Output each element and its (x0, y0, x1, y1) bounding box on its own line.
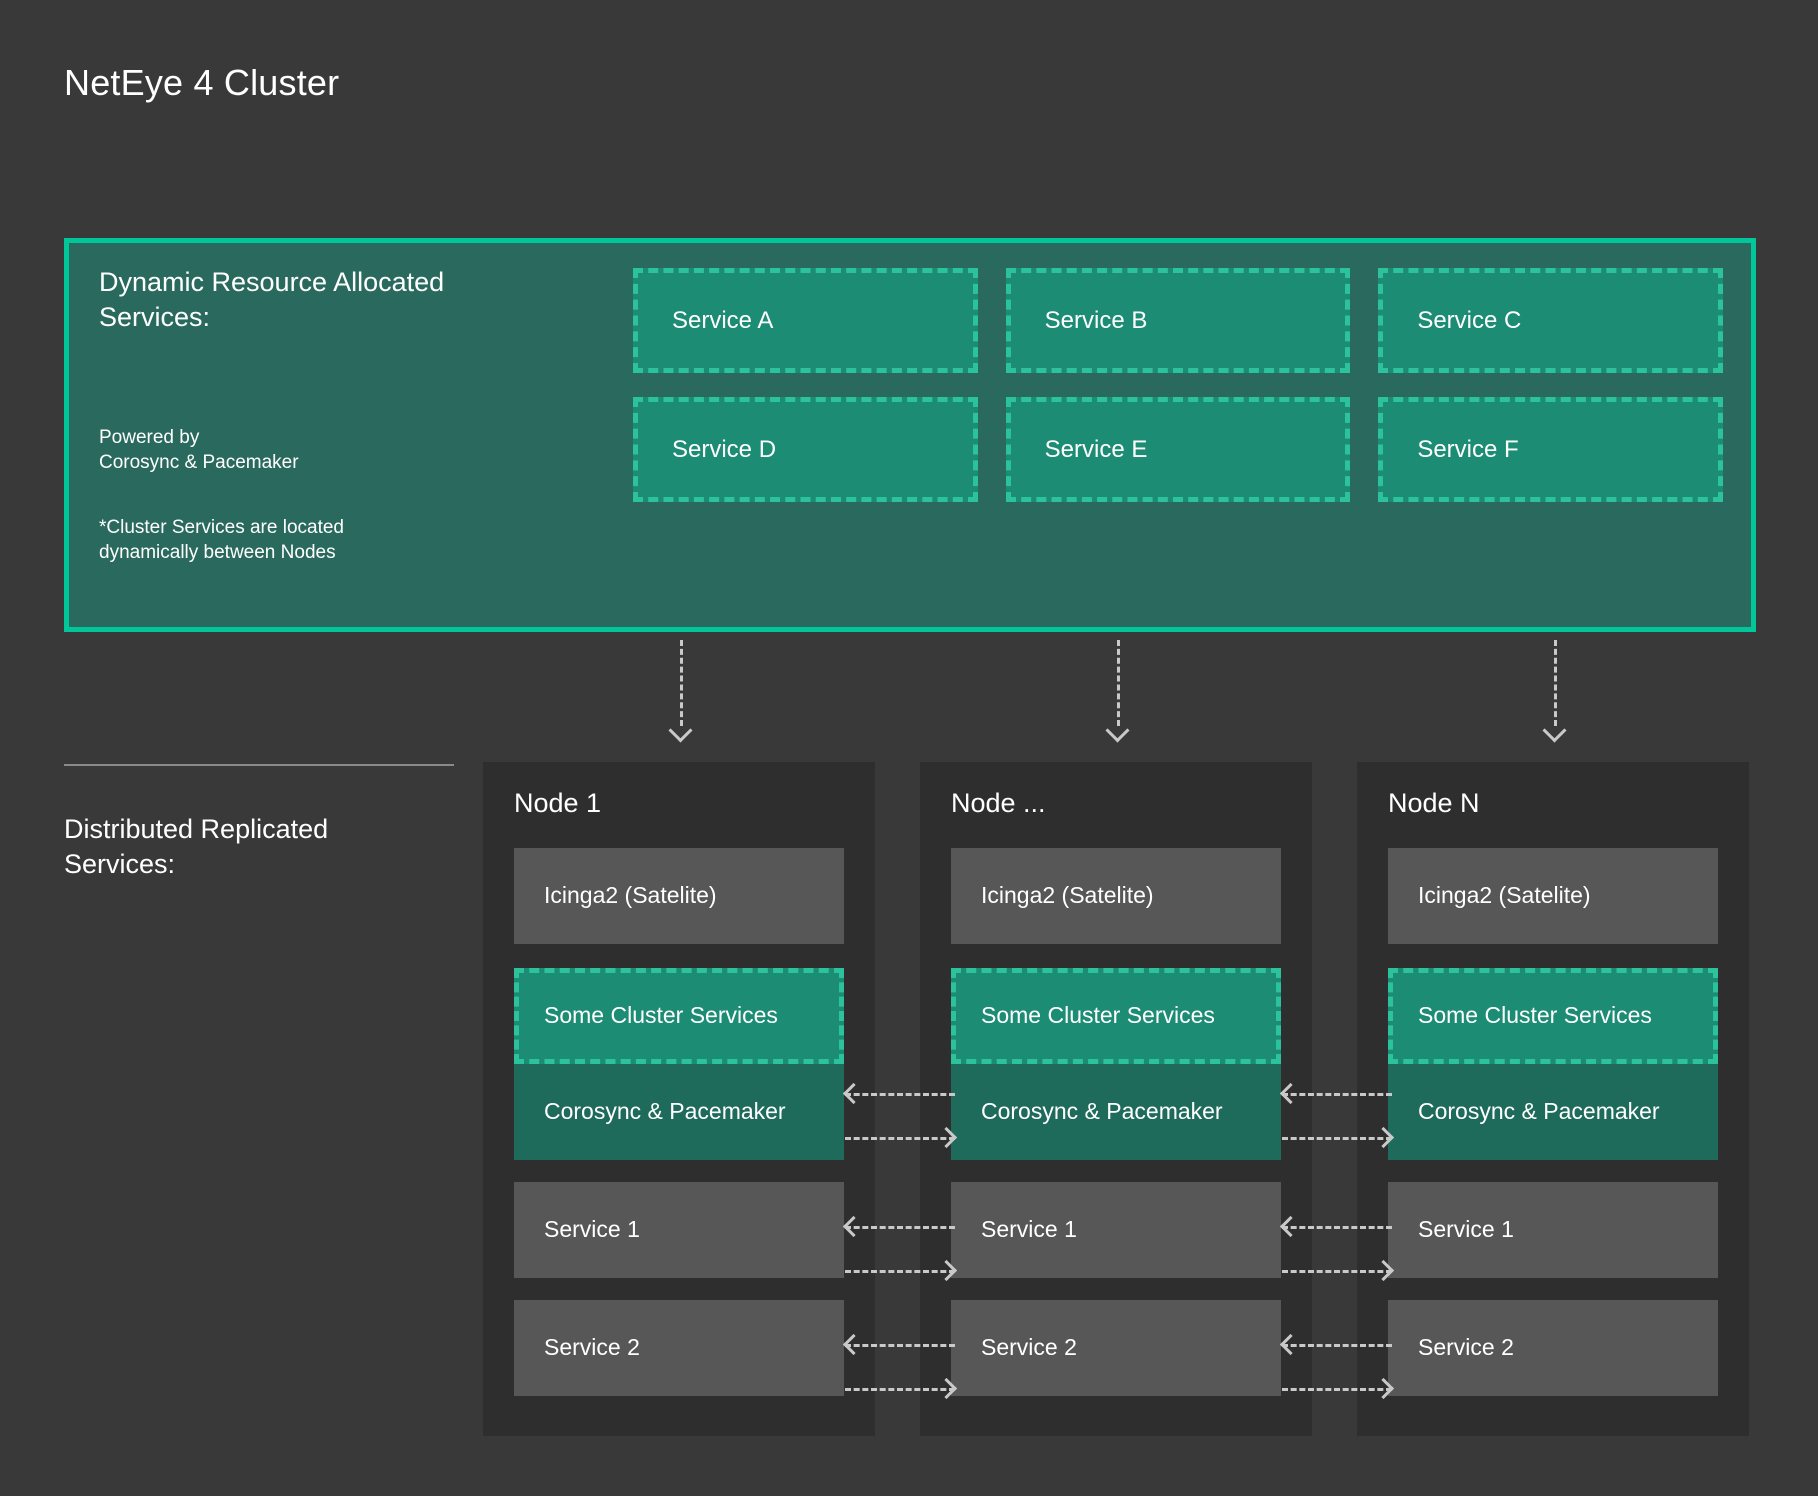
dashed-line (845, 1270, 955, 1273)
dynamic-service-box-f[interactable]: Service F (1378, 397, 1723, 502)
arrow-left-icon (1279, 1333, 1302, 1356)
dynamic-services-grid: Service A Service B Service C Service D … (633, 268, 1723, 502)
arrow-right-icon (935, 1126, 958, 1149)
node-row-label: Service 2 (1418, 1334, 1514, 1361)
node-row-label: Icinga2 (Satelite) (981, 882, 1154, 909)
arrow-down-icon (668, 718, 693, 743)
connector-panel-to-node-2 (1105, 640, 1131, 748)
dynamic-service-label: Service A (672, 306, 774, 334)
dynamic-service-box-e[interactable]: Service E (1005, 397, 1351, 502)
arrow-right-icon (935, 1259, 958, 1282)
sync-arrows-corosync-1-2 (842, 1082, 958, 1149)
arrow-right-icon (1372, 1126, 1395, 1149)
node-row-some-cluster-services[interactable]: Some Cluster Services (951, 968, 1281, 1064)
dashed-line (1282, 1388, 1392, 1391)
node-row-service-2[interactable]: Service 2 (514, 1300, 844, 1396)
arrow-left-icon (1279, 1215, 1302, 1238)
dashed-line (845, 1226, 955, 1229)
arrow-right-icon (1372, 1259, 1395, 1282)
node-row-label: Service 1 (1418, 1216, 1514, 1243)
sync-arrows-service-2-between-2-3 (1279, 1333, 1395, 1400)
node-row-label: Corosync & Pacemaker (1418, 1098, 1660, 1125)
node-row-some-cluster-services[interactable]: Some Cluster Services (1388, 968, 1718, 1064)
dynamic-service-box-a[interactable]: Service A (633, 268, 978, 373)
arrow-down-icon (1105, 718, 1130, 743)
node-row-label: Icinga2 (Satelite) (544, 882, 717, 909)
node-row-corosync-pacemaker[interactable]: Corosync & Pacemaker (1388, 1064, 1718, 1160)
dynamic-service-label: Service C (1417, 306, 1522, 334)
arrow-right-icon (1372, 1377, 1395, 1400)
dynamic-panel-heading: Dynamic Resource Allocated Services: (99, 267, 445, 332)
cluster-services-note: *Cluster Services are located dynamicall… (99, 517, 344, 564)
node-row-service-1[interactable]: Service 1 (514, 1182, 844, 1278)
node-title: Node N (1388, 788, 1480, 818)
node-row-label: Corosync & Pacemaker (544, 1098, 786, 1125)
node-title: Node ... (951, 788, 1046, 818)
node-row-service-1[interactable]: Service 1 (1388, 1182, 1718, 1278)
arrow-right-icon (935, 1377, 958, 1400)
dynamic-service-box-b[interactable]: Service B (1005, 268, 1351, 373)
node-column-1: Node 1 Icinga2 (Satelite) Some Cluster S… (483, 762, 875, 1436)
dynamic-service-box-d[interactable]: Service D (633, 397, 978, 502)
arrow-down-icon (1542, 718, 1567, 743)
node-column-2: Node ... Icinga2 (Satelite) Some Cluster… (920, 762, 1312, 1436)
sync-arrows-service-1-between-2-3 (1279, 1215, 1395, 1282)
node-row-some-cluster-services[interactable]: Some Cluster Services (514, 968, 844, 1064)
arrow-left-icon (842, 1082, 865, 1105)
dynamic-panel-text-block: Dynamic Resource Allocated Services: (99, 265, 539, 334)
node-title: Node 1 (514, 788, 602, 818)
dashed-line (845, 1093, 955, 1096)
powered-by-text: Powered by Corosync & Pacemaker (99, 427, 299, 474)
arrow-left-icon (842, 1333, 865, 1356)
node-row-service-2[interactable]: Service 2 (1388, 1300, 1718, 1396)
section-divider (64, 764, 454, 766)
connector-panel-to-node-1 (668, 640, 694, 748)
dashed-line (1282, 1226, 1392, 1229)
connector-panel-to-node-3 (1542, 640, 1568, 748)
dynamic-service-label: Service D (672, 435, 777, 463)
page-title: NetEye 4 Cluster (64, 62, 340, 103)
dashed-line (1117, 640, 1120, 726)
node-rows: Icinga2 (Satelite) Some Cluster Services… (514, 848, 844, 1396)
dashed-line (1282, 1270, 1392, 1273)
node-rows: Icinga2 (Satelite) Some Cluster Services… (1388, 848, 1718, 1396)
dynamic-service-label: Service E (1044, 435, 1148, 463)
dynamic-service-label: Service F (1417, 435, 1519, 463)
distributed-services-label: Distributed Replicated Services: (64, 814, 329, 879)
dynamic-service-label: Service B (1044, 306, 1148, 334)
node-row-label: Service 2 (981, 1334, 1077, 1361)
node-row-label: Some Cluster Services (1418, 1002, 1652, 1029)
dashed-line (1282, 1344, 1392, 1347)
node-row-label: Icinga2 (Satelite) (1418, 882, 1591, 909)
dashed-line (1554, 640, 1557, 726)
arrow-left-icon (842, 1215, 865, 1238)
node-row-label: Service 2 (544, 1334, 640, 1361)
node-row-icinga2[interactable]: Icinga2 (Satelite) (1388, 848, 1718, 944)
dashed-line (1282, 1137, 1392, 1140)
node-row-label: Service 1 (981, 1216, 1077, 1243)
node-row-label: Corosync & Pacemaker (981, 1098, 1223, 1125)
sync-arrows-corosync-2-3 (1279, 1082, 1395, 1149)
dashed-line (680, 640, 683, 726)
node-rows: Icinga2 (Satelite) Some Cluster Services… (951, 848, 1281, 1396)
node-row-icinga2[interactable]: Icinga2 (Satelite) (514, 848, 844, 944)
dynamic-service-box-c[interactable]: Service C (1378, 268, 1723, 373)
node-row-corosync-pacemaker[interactable]: Corosync & Pacemaker (951, 1064, 1281, 1160)
arrow-left-icon (1279, 1082, 1302, 1105)
dashed-line (1282, 1093, 1392, 1096)
sync-arrows-service-1-between-1-2 (842, 1215, 958, 1282)
dynamic-resource-panel: Dynamic Resource Allocated Services: Pow… (64, 238, 1756, 632)
node-row-service-2[interactable]: Service 2 (951, 1300, 1281, 1396)
dashed-line (845, 1388, 955, 1391)
node-column-3: Node N Icinga2 (Satelite) Some Cluster S… (1357, 762, 1749, 1436)
node-row-icinga2[interactable]: Icinga2 (Satelite) (951, 848, 1281, 944)
sync-arrows-service-2-between-1-2 (842, 1333, 958, 1400)
node-row-service-1[interactable]: Service 1 (951, 1182, 1281, 1278)
dashed-line (845, 1344, 955, 1347)
dashed-line (845, 1137, 955, 1140)
node-row-label: Some Cluster Services (544, 1002, 778, 1029)
node-row-label: Some Cluster Services (981, 1002, 1215, 1029)
node-row-label: Service 1 (544, 1216, 640, 1243)
node-row-corosync-pacemaker[interactable]: Corosync & Pacemaker (514, 1064, 844, 1160)
